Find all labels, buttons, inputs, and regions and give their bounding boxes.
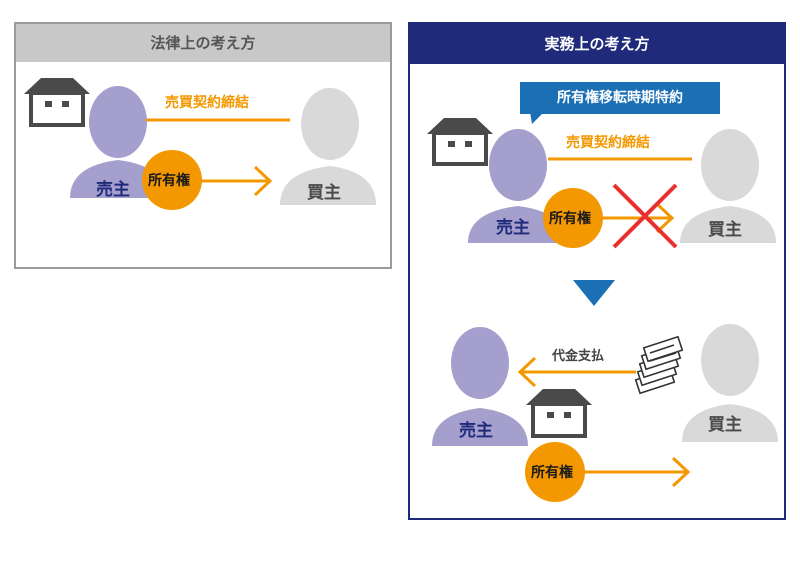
down-arrow-icon [573, 280, 615, 306]
seller-label: 売主 [459, 421, 493, 441]
ownership-transfer-arrow [600, 202, 675, 234]
practical-view-title: 実務上の考え方 [410, 24, 784, 64]
practical-view-panel: 実務上の考え方 [408, 22, 786, 520]
ownership-circle [525, 442, 585, 502]
payment-label: 代金支払 [552, 349, 605, 364]
ownership-transfer-arrow [200, 165, 273, 197]
legal-view-panel: 法律上の考え方 [14, 22, 392, 269]
house-icon [526, 389, 592, 438]
cross-mark-icon [612, 183, 678, 249]
payment-arrow [517, 356, 636, 388]
ownership-transfer-arrow [580, 456, 691, 488]
ownership-circle [142, 150, 202, 210]
special-clause-callout: 所有権移転時期特約 [520, 82, 720, 114]
seller-person-icon [468, 129, 566, 243]
seller-label: 売主 [496, 218, 530, 238]
ownership-circle [543, 188, 603, 248]
money-stack-icon [634, 335, 684, 395]
contract-label: 売買契約締結 [566, 135, 650, 151]
buyer-label: 買主 [307, 183, 341, 203]
buyer-label: 買主 [708, 415, 742, 435]
buyer-person-icon [680, 129, 776, 243]
seller-label: 売主 [96, 180, 130, 200]
buyer-label: 買主 [708, 220, 742, 240]
callout-pointer [530, 112, 544, 124]
buyer-person-icon [682, 324, 778, 442]
ownership-label: 所有権 [531, 465, 573, 481]
seller-person-icon [432, 327, 528, 446]
contract-label: 売買契約締結 [165, 95, 249, 111]
house-icon [427, 118, 493, 166]
house-icon [24, 78, 90, 127]
legal-view-title: 法律上の考え方 [16, 24, 390, 62]
ownership-label: 所有権 [148, 173, 190, 189]
ownership-label: 所有権 [549, 211, 591, 227]
buyer-person-icon [280, 88, 376, 205]
seller-person-icon [70, 86, 166, 198]
